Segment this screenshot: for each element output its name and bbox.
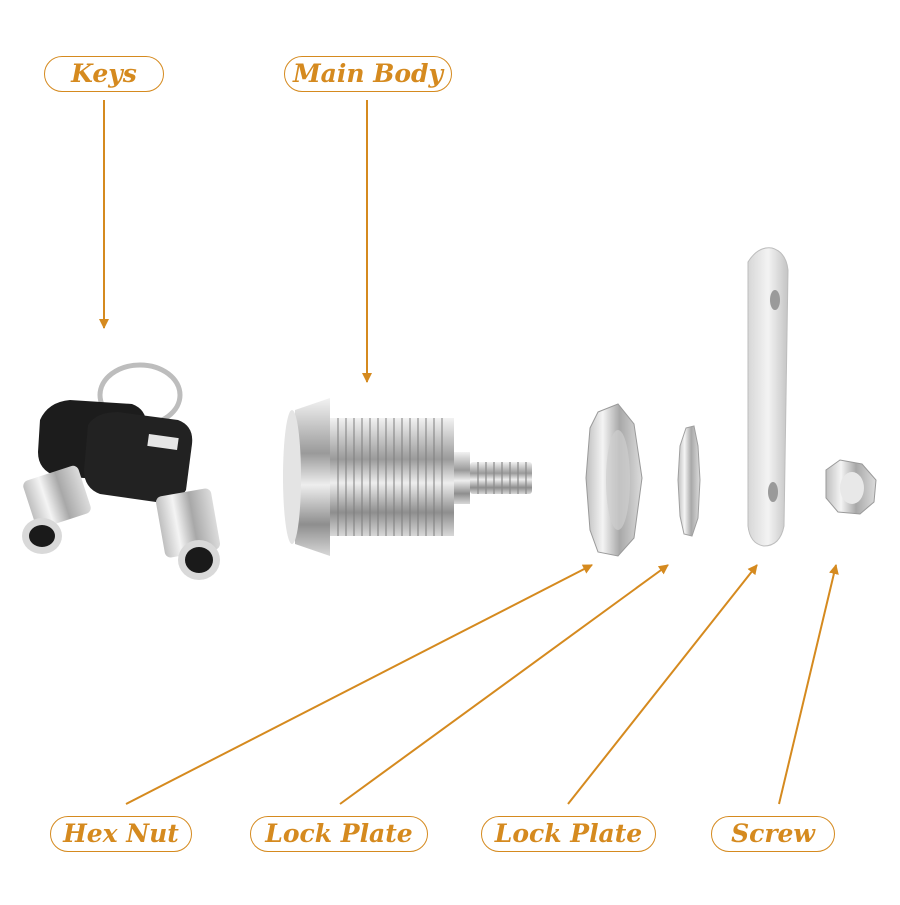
hex-nut-illustration [585, 403, 643, 557]
label-lock-plate-2: Lock Plate [481, 816, 656, 852]
label-hex-nut: Hex Nut [50, 816, 192, 852]
arrow-screw [778, 564, 839, 805]
arrow-lock-plate-2 [567, 564, 758, 805]
label-main-body: Main Body [284, 56, 452, 92]
lock-plate-washer-illustration [677, 425, 701, 537]
label-keys: Keys [44, 56, 164, 92]
arrow-hex-nut [125, 564, 593, 805]
lock-plate-long-illustration [747, 247, 789, 547]
key-right [84, 412, 221, 580]
keys-illustration [22, 362, 221, 580]
arrow-lock-plate-1 [339, 564, 669, 805]
label-screw: Screw [711, 816, 835, 852]
main-body-illustration [283, 398, 532, 556]
label-lock-plate-1: Lock Plate [250, 816, 428, 852]
screw-illustration [825, 459, 877, 515]
